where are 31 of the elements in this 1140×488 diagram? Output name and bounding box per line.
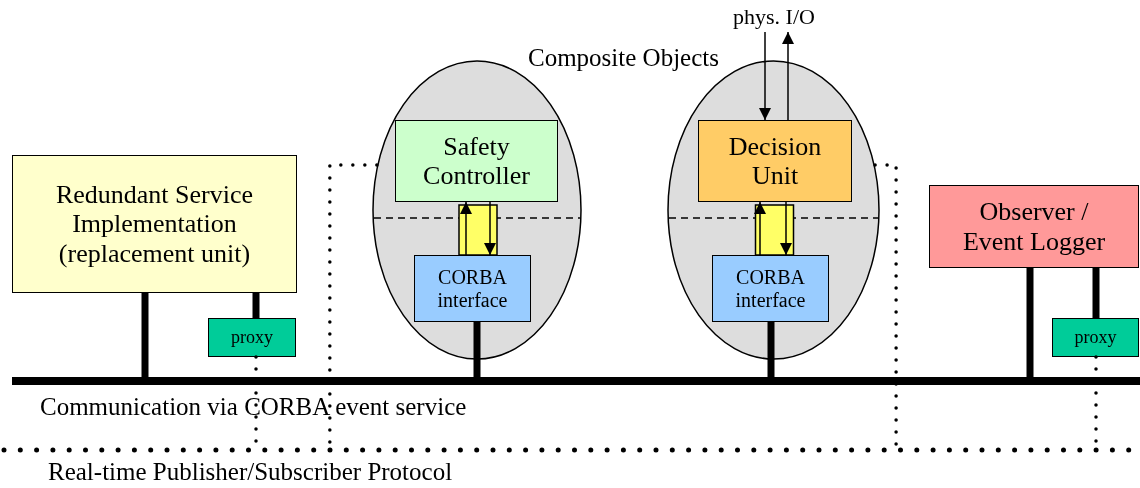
connector-line — [1026, 268, 1034, 377]
arrow — [484, 201, 496, 256]
proxy-box — [1052, 318, 1139, 357]
box-label: CORBA interface — [436, 266, 509, 311]
connector-line — [1092, 268, 1100, 318]
arrow — [754, 201, 766, 256]
box-label: proxy — [1073, 327, 1118, 348]
box-label: Observer / Event Logger — [961, 197, 1107, 256]
proxy-box — [208, 318, 296, 357]
arrow — [759, 31, 771, 121]
event-bus — [12, 377, 1140, 385]
decision-box — [698, 120, 852, 202]
io-label: phys. I/O — [733, 4, 815, 30]
group-label: Composite Objects — [528, 44, 719, 72]
service-box — [12, 155, 297, 293]
logger-box — [929, 185, 1139, 268]
connector-line — [252, 293, 260, 318]
arrow — [780, 201, 792, 256]
interface-box — [414, 255, 531, 322]
interface-box — [712, 255, 829, 322]
bus-label: Real-time Publisher/Subscriber Protocol — [48, 458, 453, 486]
box-label: CORBA interface — [734, 266, 807, 311]
box-label: Redundant Service Implementation (replacement unit) — [54, 180, 255, 268]
arrow — [460, 201, 472, 256]
arrow — [782, 31, 794, 121]
box-label: proxy — [230, 327, 274, 348]
bus-label: Communication via CORBA event service — [40, 393, 467, 421]
connector-line — [141, 293, 149, 377]
box-label: Decision Unit — [727, 131, 823, 191]
box-label: Safety Controller — [422, 131, 531, 191]
controller-box — [395, 120, 558, 202]
